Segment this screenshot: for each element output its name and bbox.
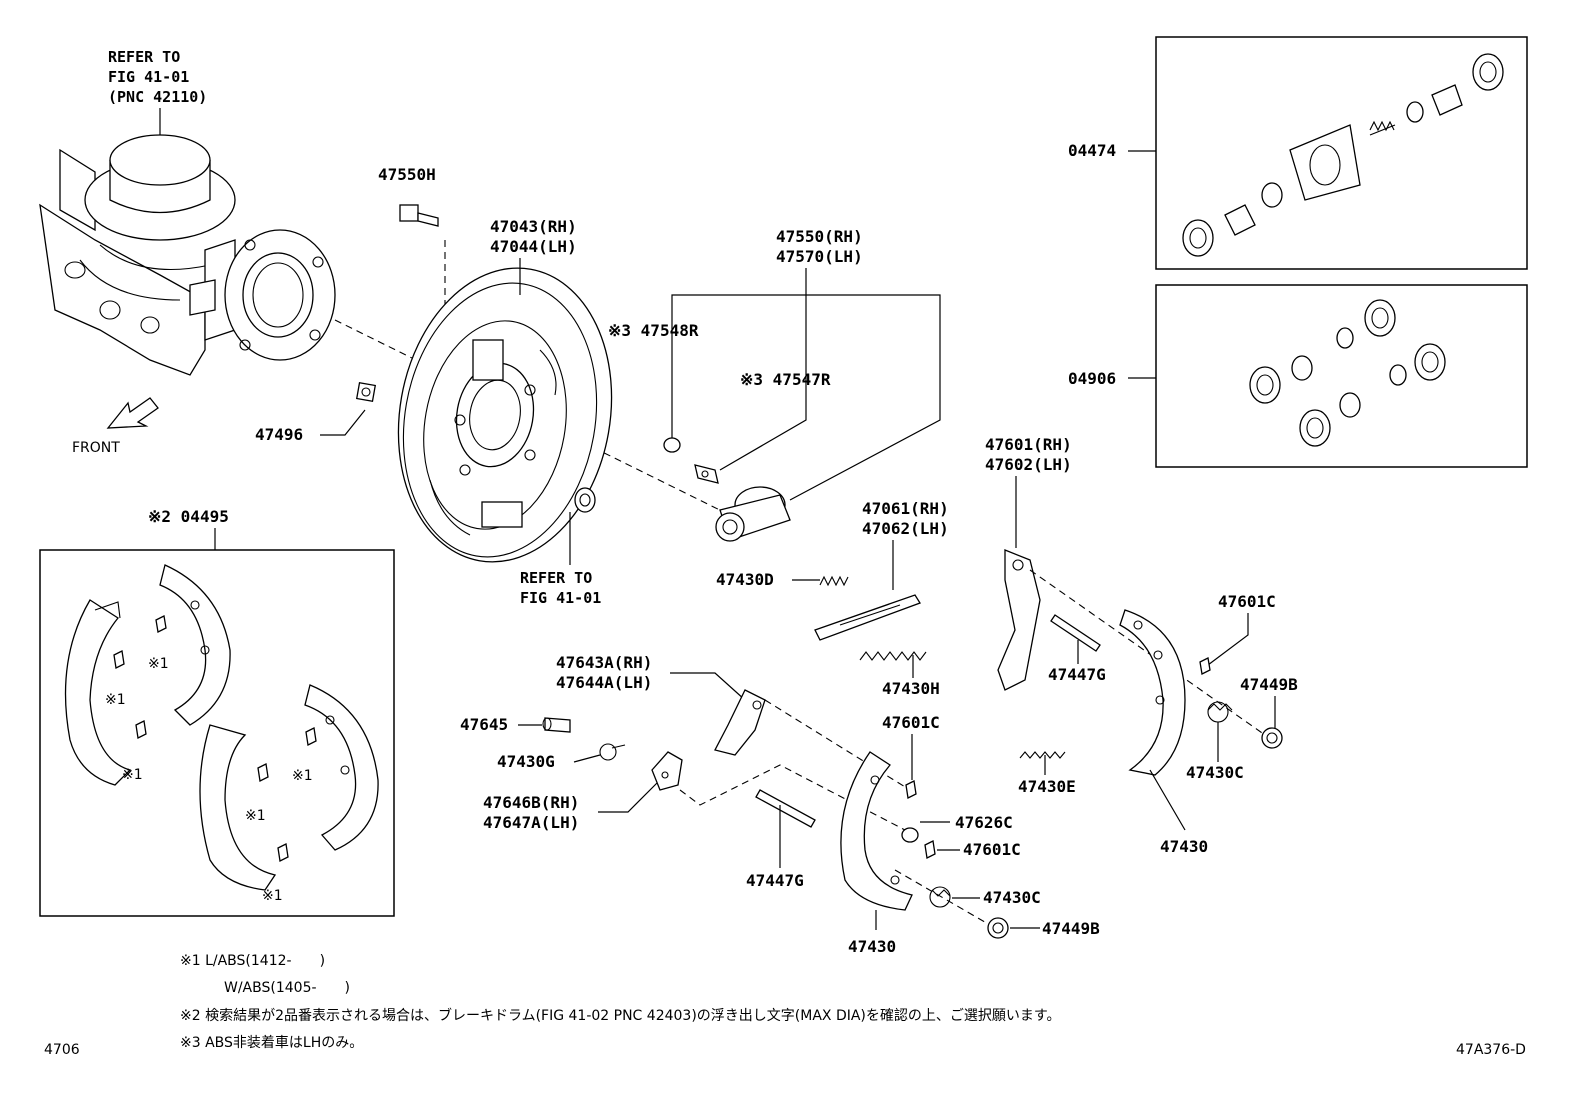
kit-box-04495 (39, 549, 395, 917)
label-47550: 47550(RH) (776, 227, 863, 246)
label-47430H: 47430H (882, 679, 940, 698)
note-3: ※3 ABS非装着車はLHのみ。 (180, 1034, 363, 1051)
label-47643A: 47643A(RH) (556, 653, 652, 672)
latch-47646B (651, 751, 683, 791)
axle-housing (39, 134, 336, 376)
label-47496: 47496 (255, 425, 303, 444)
spring-47430H-icon (859, 651, 927, 661)
brake-shoe-lower (840, 751, 913, 911)
bleeder-47547R (694, 464, 719, 484)
label-47601C-c: 47601C (963, 840, 1021, 859)
label-47044: 47044(LH) (490, 237, 577, 256)
note-2: ※2 検索結果が2品番表示される場合は、ブレーキドラム(FIG 41-02 PN… (180, 1007, 1061, 1024)
clip-47601C-c (924, 840, 936, 859)
refer-note-bearing-1: REFER TO (520, 569, 592, 587)
clip-47601C-a (1199, 657, 1211, 675)
label-47430C-b: 47430C (983, 888, 1041, 907)
label-47646B: 47646B(RH) (483, 793, 579, 812)
spring-47430C-b-icon (929, 886, 951, 908)
clip-47601C-b (905, 780, 917, 799)
bleeder-bolt-47550H (399, 204, 439, 227)
spring-47430C-a-icon (1207, 701, 1233, 723)
label-47430-a: 47430 (1160, 837, 1208, 856)
nut-47496 (355, 381, 377, 403)
label-47570: 47570(LH) (776, 247, 863, 266)
washer-47626C (901, 827, 919, 843)
refer-note-bearing-2: FIG 41-01 (520, 589, 601, 607)
note-1b: W/ABS(1405- ) (224, 980, 350, 996)
strut-47061 (814, 594, 921, 641)
refer-note-axle-1: REFER TO (108, 48, 180, 66)
kit-mark-6: ※1 (262, 888, 283, 904)
refer-note-axle-2: FIG 41-01 (108, 68, 189, 86)
label-47430E: 47430E (1018, 777, 1076, 796)
spring-47430E-icon (1019, 751, 1066, 759)
label-47601: 47601(RH) (985, 435, 1072, 454)
wheel-cylinder-kit (1182, 53, 1504, 257)
cap-47548R (663, 437, 681, 453)
label-47447G-a: 47447G (1048, 665, 1106, 684)
pin-47447G-b (755, 789, 816, 828)
kit-mark-4: ※1 (292, 768, 313, 784)
label-04474: 04474 (1068, 141, 1116, 160)
spring-47430G-icon (599, 743, 626, 761)
label-47645: 47645 (460, 715, 508, 734)
wheel-cylinder (715, 486, 791, 542)
label-47550H: 47550H (378, 165, 436, 184)
label-47547R: ※3 47547R (740, 370, 831, 389)
seal-kit (1249, 299, 1446, 447)
label-47061: 47061(RH) (862, 499, 949, 518)
spring-47430D-icon (819, 575, 849, 587)
label-47601C-a: 47601C (1218, 592, 1276, 611)
kit-mark-2: ※1 (105, 692, 126, 708)
pivot-47645 (542, 717, 571, 733)
kit-mark-5: ※1 (245, 808, 266, 824)
kit-box-04906 (1155, 284, 1528, 468)
pin-47447G-a (1050, 614, 1101, 652)
label-47449B-a: 47449B (1240, 675, 1298, 694)
label-47644A: 47644A(LH) (556, 673, 652, 692)
footer-right-code: 47A376-D (1456, 1042, 1526, 1058)
label-04495: ※2 04495 (148, 507, 229, 526)
cup-47449B-a (1261, 727, 1283, 749)
kit-mark-3: ※1 (122, 767, 143, 783)
label-47430G: 47430G (497, 752, 555, 771)
label-47626C: 47626C (955, 813, 1013, 832)
label-47447G-b: 47447G (746, 871, 804, 890)
footer-left-code: 4706 (44, 1042, 80, 1058)
label-47430C-a: 47430C (1186, 763, 1244, 782)
label-47548R: ※3 47548R (608, 321, 699, 340)
kit-box-04474 (1155, 36, 1528, 270)
bearing-ring (574, 487, 596, 513)
front-arrow-icon (106, 397, 159, 429)
label-04906: 04906 (1068, 369, 1116, 388)
label-47062: 47062(LH) (862, 519, 949, 538)
front-label: FRONT (72, 440, 120, 456)
label-47601C-b: 47601C (882, 713, 940, 732)
lever-47643A (714, 689, 766, 756)
brake-shoe-right (1119, 609, 1186, 776)
note-1a: ※1 L/ABS(1412- ) (180, 953, 325, 969)
refer-note-axle-3: (PNC 42110) (108, 88, 207, 106)
shoe-kit-parts (64, 564, 379, 891)
label-47647A: 47647A(LH) (483, 813, 579, 832)
label-47449B-b: 47449B (1042, 919, 1100, 938)
kit-mark-1: ※1 (148, 656, 169, 672)
label-47602: 47602(LH) (985, 455, 1072, 474)
parking-lever-47601 (997, 549, 1041, 691)
label-47043: 47043(RH) (490, 217, 577, 236)
label-47430-b: 47430 (848, 937, 896, 956)
label-47430D: 47430D (716, 570, 774, 589)
cup-47449B-b (987, 917, 1009, 939)
backing-plate (397, 267, 613, 563)
